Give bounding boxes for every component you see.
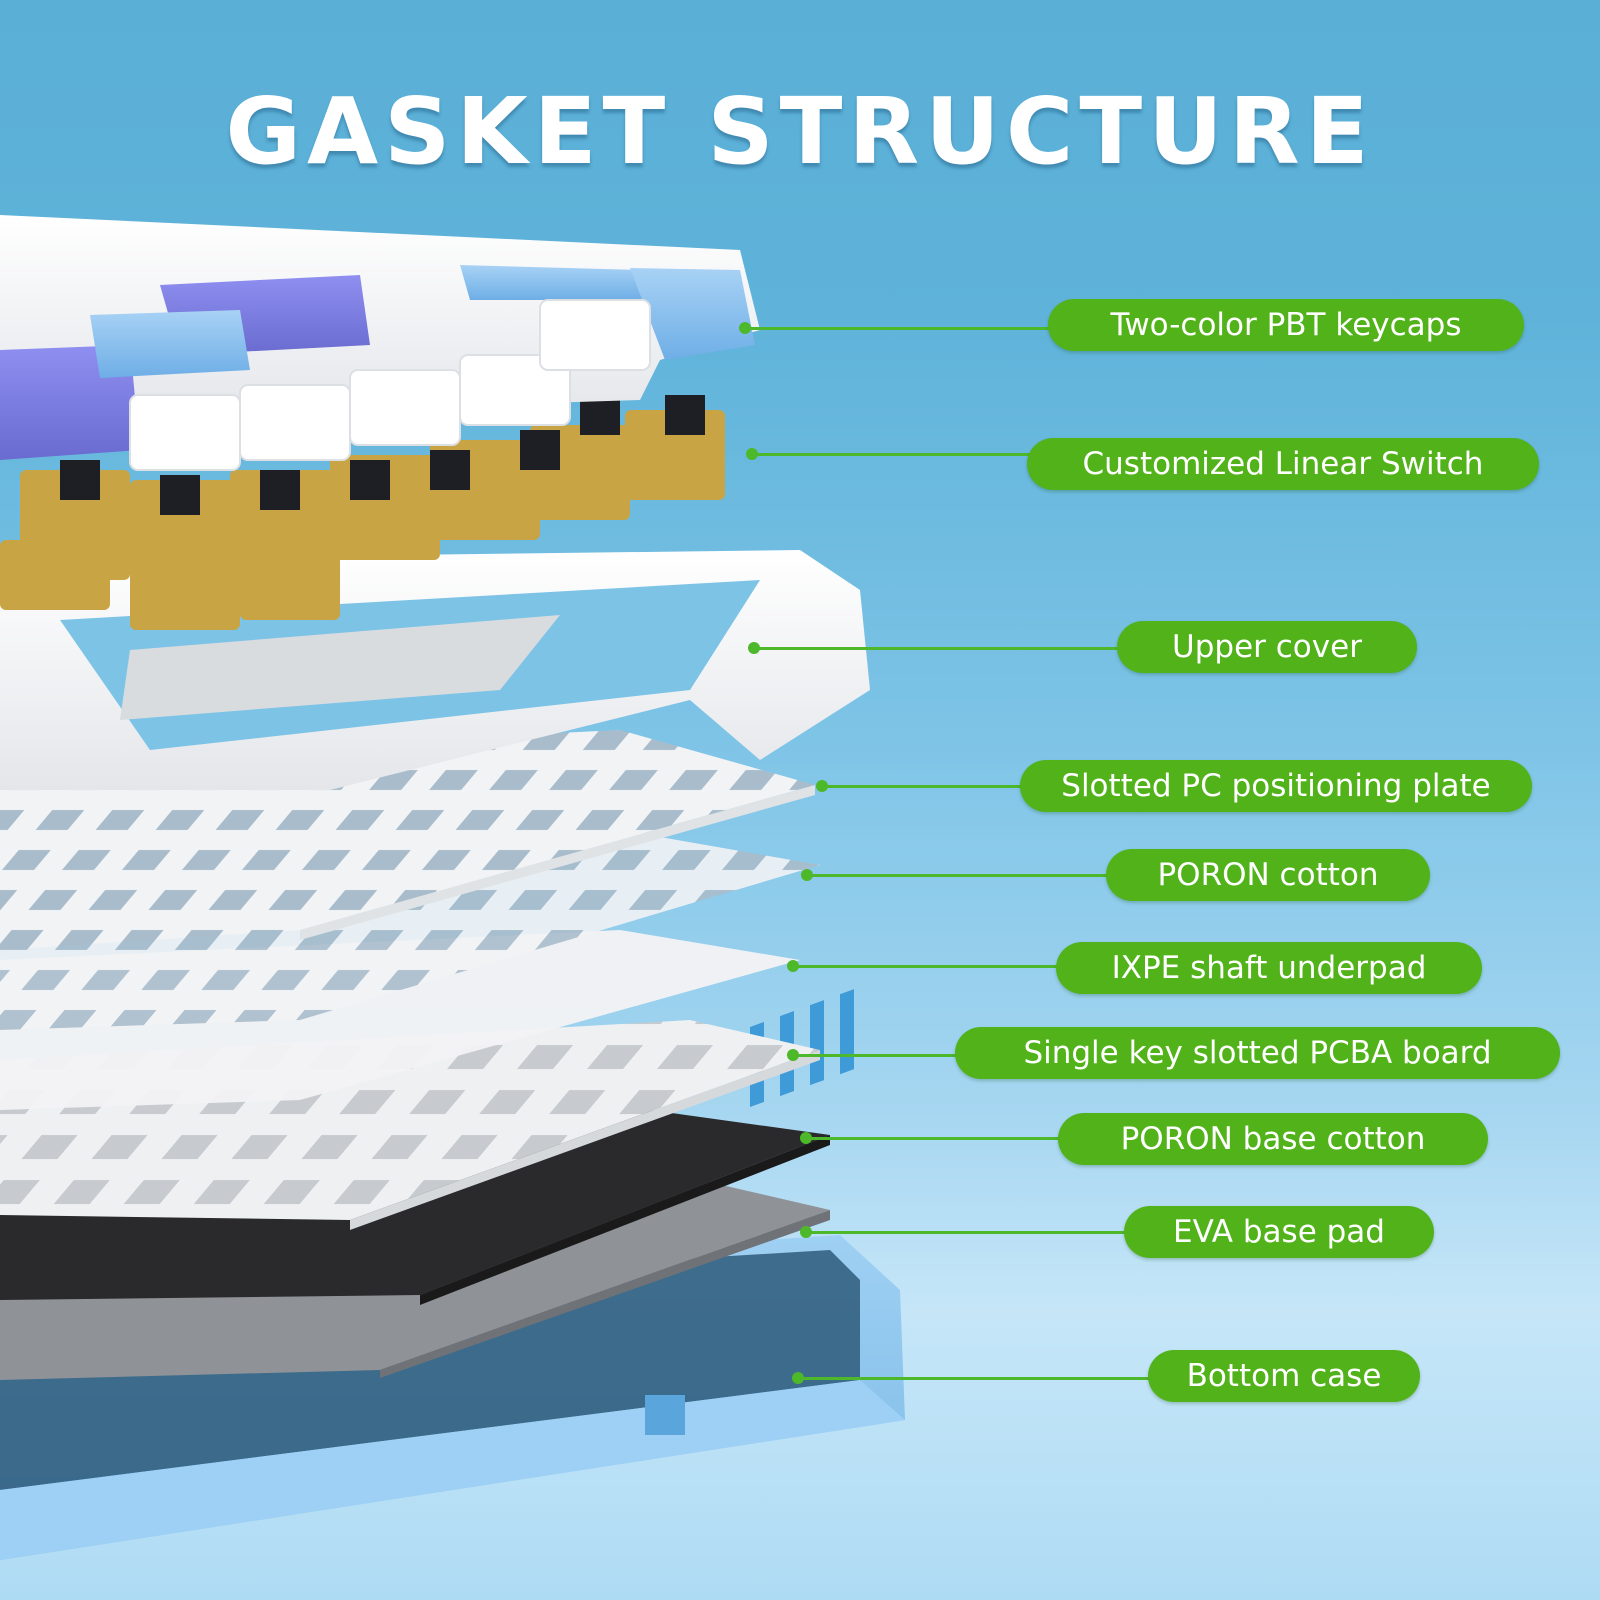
- leader-line: [806, 1137, 1064, 1140]
- leader-line: [806, 1231, 1131, 1234]
- label-poron-base: PORON base cotton: [1058, 1113, 1488, 1165]
- label-switch: Customized Linear Switch: [1027, 438, 1539, 490]
- label-ixpe: IXPE shaft underpad: [1056, 942, 1482, 994]
- label-keycaps: Two-color PBT keycaps: [1048, 299, 1524, 351]
- title-word-1: GASKET: [225, 78, 672, 185]
- leader-line: [754, 647, 1124, 650]
- leader-line: [822, 785, 1027, 788]
- label-pc-plate: Slotted PC positioning plate: [1020, 760, 1532, 812]
- leader-line: [798, 1377, 1153, 1380]
- leader-line: [793, 1054, 963, 1057]
- leader-line: [745, 327, 1050, 330]
- page-title: GASKET STRUCTURE: [0, 78, 1600, 185]
- label-bottom-case: Bottom case: [1148, 1350, 1420, 1402]
- leader-line: [752, 453, 1032, 456]
- title-word-2: STRUCTURE: [707, 78, 1375, 185]
- leader-line: [807, 874, 1112, 877]
- label-poron-cotton: PORON cotton: [1106, 849, 1430, 901]
- switches-shape: [0, 395, 725, 630]
- keycaps-shape: [0, 215, 760, 471]
- label-pcba: Single key slotted PCBA board: [955, 1027, 1560, 1079]
- label-upper-cover: Upper cover: [1117, 621, 1417, 673]
- label-eva: EVA base pad: [1124, 1206, 1434, 1258]
- leader-line: [793, 965, 1063, 968]
